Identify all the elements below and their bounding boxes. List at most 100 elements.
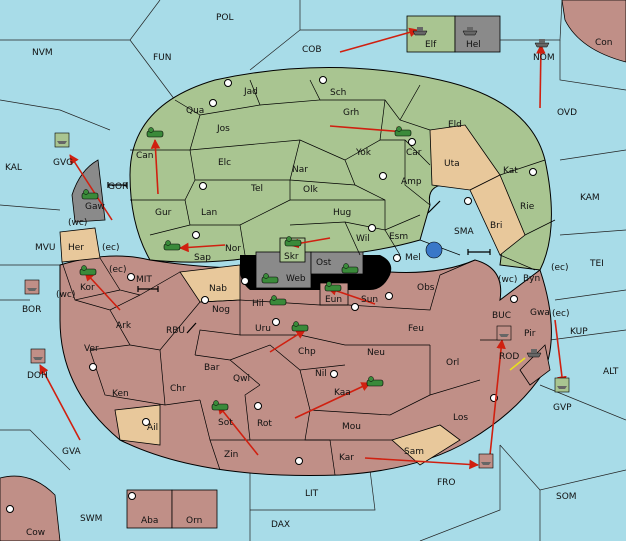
region-orn[interactable] <box>171 489 218 529</box>
label-kor: Kor <box>80 283 95 293</box>
label-jos: Jos <box>216 124 230 134</box>
label-hel: Hel <box>466 40 481 50</box>
fleet-icon[interactable] <box>425 241 443 259</box>
label-bri: Bri <box>490 221 502 231</box>
fleet-icon[interactable] <box>526 349 542 358</box>
army-icon[interactable] <box>324 281 342 292</box>
army-icon[interactable] <box>163 240 181 251</box>
label-mit: MIT <box>136 275 152 285</box>
label-rie: Rie <box>520 202 535 212</box>
region-hel[interactable] <box>454 15 501 53</box>
label-kal: KAL <box>5 163 22 173</box>
label-nil: Nil <box>315 369 327 379</box>
label-gva: GVA <box>62 447 82 457</box>
label-her: Her <box>68 243 84 253</box>
label-sot: Sot <box>218 418 233 428</box>
army-icon[interactable] <box>394 126 412 137</box>
army-icon[interactable] <box>211 400 229 411</box>
label-sun: Sun <box>361 295 378 305</box>
label-alt: ALT <box>603 367 619 377</box>
label-buc: BUC <box>492 311 511 321</box>
fleet-icon[interactable] <box>462 27 478 36</box>
label-con: Con <box>595 38 613 48</box>
label-pir: Pir <box>524 329 536 339</box>
label-sam: Sam <box>404 447 424 457</box>
label-mvu: MVU <box>35 243 56 253</box>
label-uta: Uta <box>444 159 460 169</box>
region-sam[interactable] <box>391 424 461 466</box>
label-tei: TEI <box>589 259 604 269</box>
label-lit: LIT <box>305 489 319 499</box>
label-mel: Mel <box>405 253 421 263</box>
label-olk: Olk <box>303 185 319 195</box>
label-pol: POL <box>216 13 234 23</box>
label-wil: Wil <box>356 234 370 244</box>
army-icon[interactable] <box>81 189 99 200</box>
label-sap: Sap <box>194 253 211 263</box>
label-mou: Mou <box>342 422 361 432</box>
label-ovd: OVD <box>557 108 577 118</box>
label-obs: Obs <box>417 283 435 293</box>
fleet-icon[interactable] <box>24 279 40 295</box>
label-nor: Nor <box>225 244 241 254</box>
label-neu: Neu <box>367 348 385 358</box>
fleet-units <box>24 27 570 469</box>
label-sch: Sch <box>330 88 346 98</box>
army-icon[interactable] <box>261 273 279 284</box>
label-ken: Ken <box>112 389 129 399</box>
fleet-icon[interactable] <box>54 132 70 148</box>
label-grh: Grh <box>343 108 359 118</box>
fleet-icon[interactable] <box>554 377 570 393</box>
label-chr: Chr <box>170 384 186 394</box>
fleet-icon[interactable] <box>412 27 428 36</box>
label-ail: Ail <box>147 423 158 433</box>
label-cob: COB <box>302 45 322 55</box>
label-qwi: Qwi <box>233 374 250 384</box>
label-wc3: (wc) <box>56 290 75 300</box>
label-ec2: (ec) <box>551 263 569 273</box>
region-cow[interactable] <box>0 475 61 541</box>
label-byn: Byn <box>523 274 540 284</box>
army-icon[interactable] <box>79 265 97 276</box>
army-icon[interactable] <box>146 127 164 138</box>
label-elc: Elc <box>218 158 231 168</box>
label-ost: Ost <box>316 258 332 268</box>
label-swm: SWM <box>80 514 102 524</box>
fleet-icon[interactable] <box>496 325 512 341</box>
label-gur: Gur <box>155 208 172 218</box>
territory-labels: POL NVM FUN COB Elf Hel NOM Con OVD KAL … <box>5 13 619 538</box>
region-aba[interactable] <box>126 489 173 529</box>
army-icon[interactable] <box>269 295 287 306</box>
label-ec1: (ec) <box>102 243 120 253</box>
army-icon[interactable] <box>284 236 302 247</box>
label-sma: SMA <box>454 227 474 237</box>
label-web: Web <box>286 274 306 284</box>
label-gwa: Gwa <box>530 308 550 318</box>
label-rbu: RBU <box>166 326 185 336</box>
label-ver: Ver <box>84 344 99 354</box>
label-dax: DAX <box>271 520 290 530</box>
supply-centres <box>6 76 537 513</box>
green-borders <box>130 79 556 271</box>
army-icon[interactable] <box>341 263 359 274</box>
label-rod: ROD <box>499 352 519 362</box>
label-eld: Eld <box>448 120 462 130</box>
label-nog: Nog <box>212 305 230 315</box>
fleet-icon[interactable] <box>534 39 550 48</box>
region-ail[interactable] <box>114 404 161 446</box>
label-tel: Tel <box>250 184 263 194</box>
label-kat: Kat <box>503 166 518 176</box>
label-kam: KAM <box>580 193 600 203</box>
label-esm: Esm <box>389 232 408 242</box>
fleet-icon[interactable] <box>30 348 46 364</box>
army-icon[interactable] <box>366 376 384 387</box>
label-nar: Nar <box>292 165 308 175</box>
label-gvp: GVP <box>553 403 572 413</box>
fleet-icon[interactable] <box>478 453 494 469</box>
label-zin: Zin <box>224 450 238 460</box>
army-icon[interactable] <box>291 321 309 332</box>
label-car: Car <box>406 148 422 158</box>
label-lan: Lan <box>201 208 217 218</box>
